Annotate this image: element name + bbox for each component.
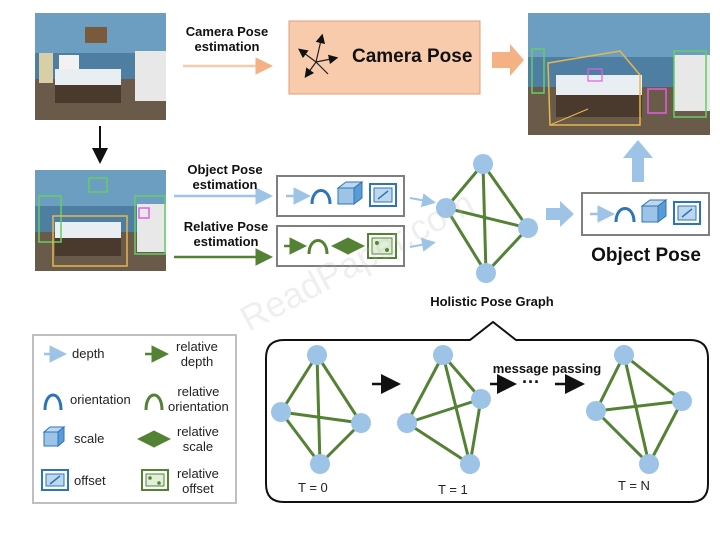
- graph-node: [476, 263, 496, 283]
- legend-relative-offset-label: relative offset: [177, 466, 219, 496]
- orientation-arc-icon: [43, 393, 63, 411]
- graph-to-object-pose-arrow: [546, 201, 574, 227]
- camera-axes-icon: [298, 33, 339, 78]
- relative-offset-box-icon: [141, 469, 169, 491]
- message-passing-label: message passing: [492, 361, 602, 376]
- legend-relative-scale-label: relative scale: [177, 424, 219, 454]
- camera-pose-title: Camera Pose: [352, 46, 473, 67]
- legend-offset-label: offset: [74, 473, 106, 488]
- relative-orientation-arc-icon: [144, 393, 164, 411]
- legend-scale-label: scale: [74, 431, 105, 446]
- object-pose-estimation-label: Object Pose estimation: [187, 162, 263, 192]
- message-passing-callout: [265, 320, 709, 503]
- offset-box-icon: [41, 469, 69, 491]
- time-step-tn: T = N: [618, 478, 650, 493]
- time-step-t1: T = 1: [438, 482, 468, 497]
- scale-cube-icon: [42, 425, 66, 448]
- detected-room-photo: [35, 170, 166, 271]
- graph-t0: [279, 354, 363, 466]
- object-pose-title: Object Pose: [591, 245, 701, 266]
- graph-node: [436, 198, 456, 218]
- legend-depth-label: depth: [72, 346, 105, 361]
- object-pose-up-arrow: [623, 140, 653, 182]
- camera-pose-box: [288, 20, 481, 95]
- input-room-photo: [35, 13, 166, 120]
- legend-orientation-label: orientation: [70, 392, 131, 407]
- time-step-t0: T = 0: [298, 480, 328, 495]
- holistic-pose-graph-caption: Holistic Pose Graph: [430, 294, 554, 309]
- graph-t1: [405, 354, 483, 466]
- graph-node: [473, 154, 493, 174]
- pred-scale-cube: [336, 181, 364, 205]
- relative-pose-estimation-label: Relative Pose estimation: [183, 219, 269, 249]
- ellipsis-dots: ···: [522, 372, 540, 392]
- graph-node: [518, 218, 538, 238]
- camera-pose-estimation-label: Camera Pose estimation: [185, 24, 269, 54]
- legend-relative-depth-label: relative depth: [176, 339, 218, 369]
- legend-relative-orientation-label: relative orientation: [168, 384, 229, 414]
- output-room-photo: [528, 13, 710, 135]
- camera-to-output-arrow: [492, 44, 524, 76]
- graph-tn: [594, 353, 684, 466]
